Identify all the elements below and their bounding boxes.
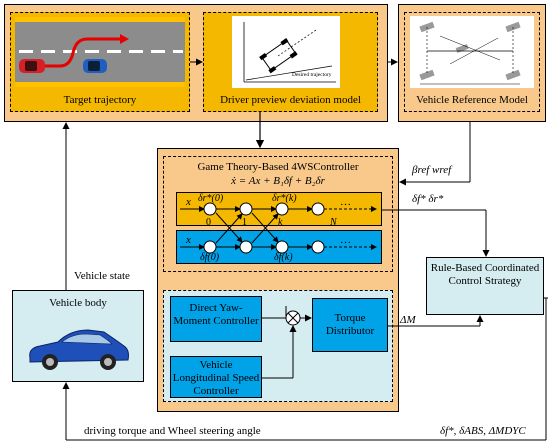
row1-dots: … bbox=[340, 196, 351, 208]
driver-preview-label: Driver preview deviation model bbox=[220, 94, 361, 106]
row2-nodek: δf(k) bbox=[274, 252, 293, 263]
row1-x: x bbox=[186, 196, 191, 208]
beta-w-label: βref wref bbox=[412, 164, 452, 176]
road-illustration bbox=[15, 17, 185, 87]
row1-node0: δr*(0) bbox=[198, 193, 224, 204]
delta-star-label: δf* δr* bbox=[412, 193, 444, 205]
node-r1 bbox=[239, 202, 253, 216]
reference-model-diagram bbox=[410, 16, 534, 88]
target-trajectory-label: Target trajectory bbox=[63, 94, 137, 106]
index-n: N bbox=[330, 217, 337, 228]
node-f0 bbox=[203, 240, 217, 254]
index-k: k bbox=[278, 217, 283, 228]
car-icon bbox=[29, 329, 129, 370]
vehicle-state-label: Vehicle state bbox=[74, 270, 130, 282]
vehicle-reference-label: Vehicle Reference Model bbox=[416, 94, 528, 106]
preview-diagram: Desired trajectory bbox=[232, 16, 340, 88]
controller-title: Game Theory-Based 4WSController bbox=[197, 161, 359, 173]
row1-nodek: δr*(k) bbox=[272, 193, 297, 204]
game-theory-box bbox=[163, 156, 393, 272]
rule-based-box[interactable]: Rule-Based Coordinated Control Strategy bbox=[426, 257, 544, 315]
state-equation: ẋ = Ax + B₁δf + B₂δr bbox=[231, 175, 325, 187]
longitudinal-label: Vehicle Longitudinal Speed Controller bbox=[172, 359, 260, 397]
driving-torque-label: driving torque and Wheel steering angle bbox=[84, 425, 261, 437]
vehicle-body-label: Vehicle body bbox=[49, 297, 107, 309]
outputs-label: δf*, δABS, ΔMDYC bbox=[440, 425, 526, 437]
row2-x: x bbox=[186, 234, 191, 246]
node-rk bbox=[275, 202, 289, 216]
vehicle-reference-inner bbox=[404, 12, 540, 112]
game-network bbox=[180, 202, 377, 254]
index-1: 1 bbox=[242, 217, 247, 228]
row2-dots: … bbox=[340, 234, 351, 246]
node-r0 bbox=[203, 202, 217, 216]
delta-m-label: ΔM bbox=[400, 314, 416, 326]
row2-node0: δf(0) bbox=[200, 252, 220, 263]
torque-distributor-label: Torque Distributor bbox=[325, 312, 375, 337]
rule-based-label: Rule-Based Coordinated Control Strategy bbox=[430, 262, 540, 287]
node-f1 bbox=[239, 240, 253, 254]
longitudinal-box[interactable]: Vehicle Longitudinal Speed Controller bbox=[170, 356, 262, 398]
index-0: 0 bbox=[206, 217, 211, 228]
node-rk1 bbox=[311, 202, 325, 216]
torque-distributor-box[interactable]: Torque Distributor bbox=[312, 298, 388, 352]
node-fk1 bbox=[311, 240, 325, 254]
desired-trajectory-text: Desired trajectory bbox=[292, 72, 332, 78]
node-fk bbox=[275, 240, 289, 254]
dyc-box[interactable]: Direct Yaw-Moment Controller bbox=[170, 296, 262, 342]
dyc-label: Direct Yaw-Moment Controller bbox=[173, 302, 259, 327]
